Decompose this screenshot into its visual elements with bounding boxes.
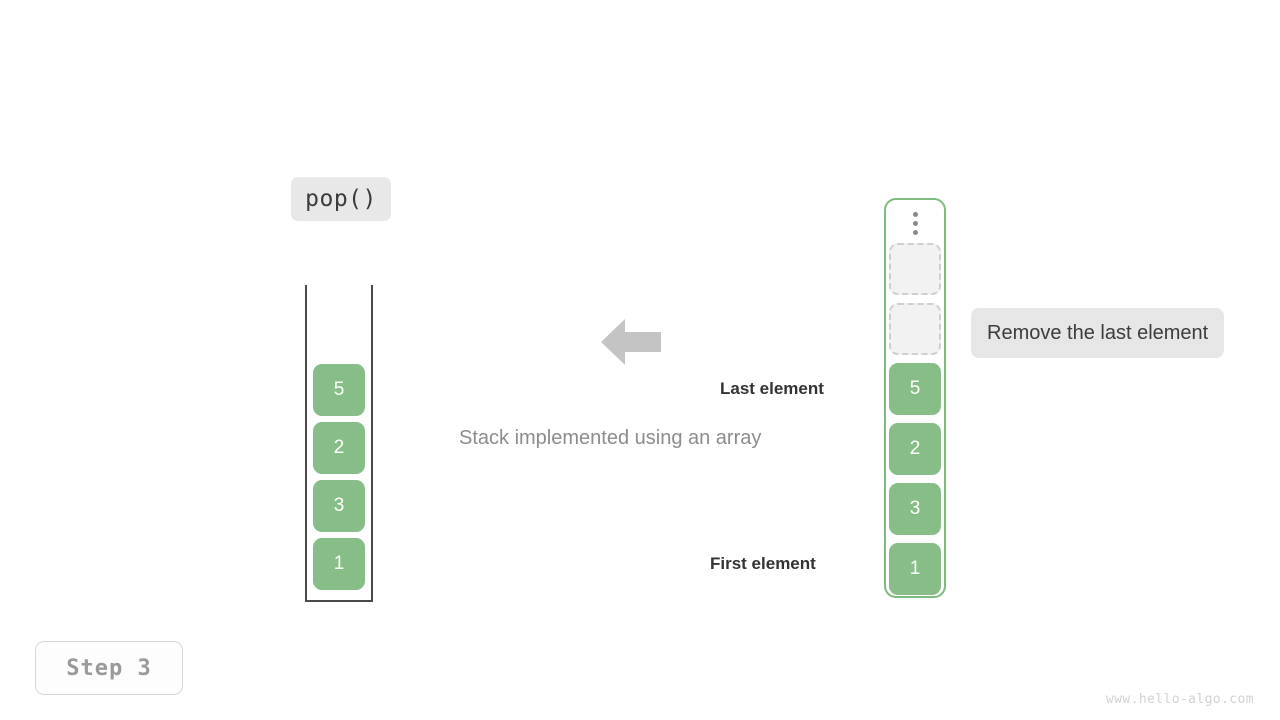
ellipsis-dot [912,230,918,235]
array-cell-list: 5 2 3 1 [307,364,371,596]
array-cell: 2 [313,422,365,474]
array-cell: 5 [313,364,365,416]
stack-cell: 2 [889,423,941,475]
array-container: 5 2 3 1 [305,285,373,602]
stack-cell-list: 5 2 3 1 [889,243,941,601]
ellipsis-dot [912,221,918,226]
stack-empty-slot [889,303,941,355]
last-element-caption: Last element [720,379,824,398]
center-caption: Stack implemented using an array [459,427,762,449]
vertical-ellipsis-icon [912,212,918,235]
ellipsis-dot [912,212,918,217]
first-element-caption: First element [710,554,816,573]
stack-cell: 5 [889,363,941,415]
step-badge: Step 3 [35,641,183,695]
annotation-bubble: Remove the last element [971,308,1225,358]
array-cell: 1 [313,538,365,590]
left-arrow-icon [601,317,661,367]
operation-label: pop() [291,177,391,221]
stack-cell: 1 [889,543,941,595]
stack-cell: 3 [889,483,941,535]
watermark: www.hello-algo.com [1105,692,1254,707]
stack-empty-slot [889,243,941,295]
stack-container: 5 2 3 1 [884,198,946,598]
array-cell: 3 [313,480,365,532]
